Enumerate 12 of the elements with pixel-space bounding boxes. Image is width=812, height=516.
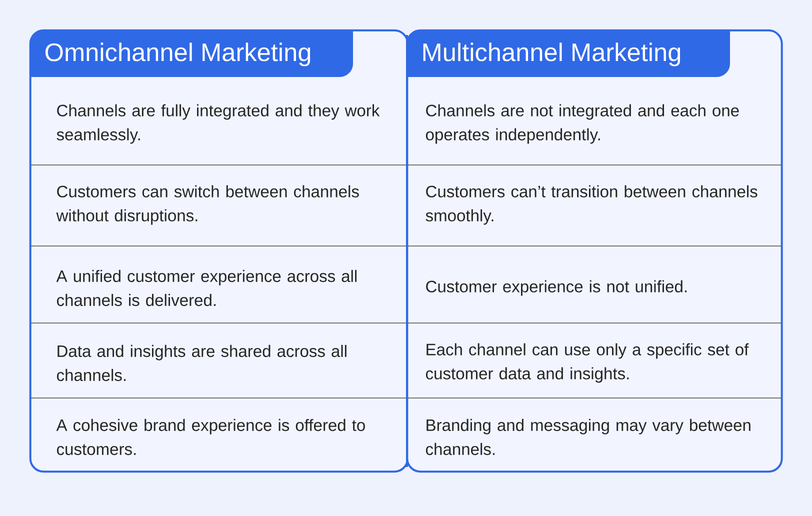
table-cell: Customers can’t transition between channels smoothly. [426,185,758,225]
table-cell: A unified customer experience across all channels is delivered. [56,270,357,306]
table-cell: Branding and messaging may vary between channels. [426,418,750,456]
table-cell: Data and insights are shared across all channels. [57,344,346,382]
table-cell: Customer experience is not unified. [426,280,687,296]
table-cell: Customers can switch between channels without disruptions. [56,185,359,225]
table-cell: Channels are not integrated and each one operates independently. [426,104,739,144]
table-cell: A cohesive brand experience is offered to customers. [56,418,365,456]
column-header: Multichannel Marketing [407,30,730,77]
column-header: Omnichannel Marketing [30,30,353,77]
table-cell: Each channel can use only a specific set of customer data and insights. [426,343,749,383]
table-cell: Channels are fully integrated and they work seamlessly. [56,104,380,144]
